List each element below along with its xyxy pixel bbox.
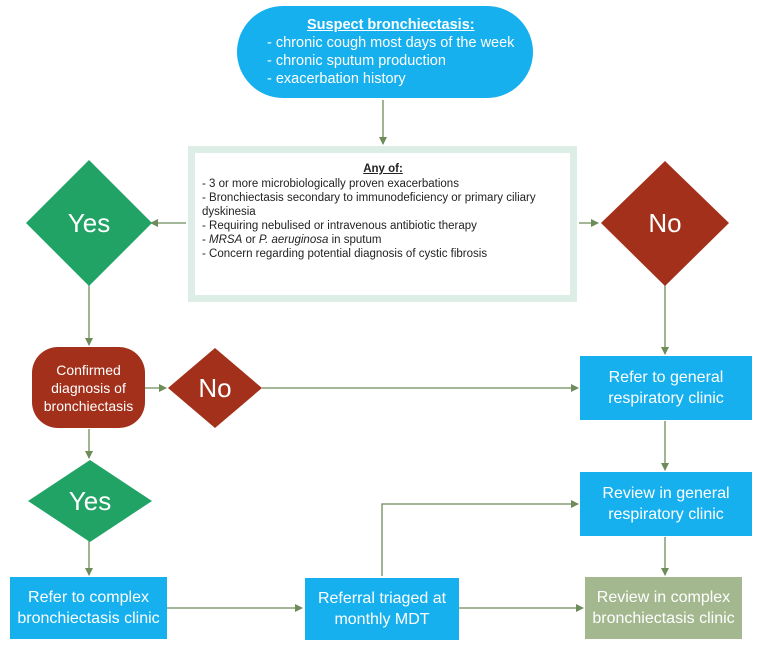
review-general-clinic-box: Review in general respiratory clinic <box>580 472 752 536</box>
referral-triaged-box: Referral triaged at monthly MDT <box>305 578 459 640</box>
criteria-line4-suffix: in sputum <box>328 234 382 246</box>
criteria-line4-prefix: - <box>202 234 210 246</box>
start-title: Suspect bronchiectasis: <box>307 17 475 33</box>
no-diamond-shape <box>601 161 729 286</box>
suspect-bronchiectasis-node: Suspect bronchiectasis: - chronic cough … <box>237 6 533 98</box>
yes-bottom-label: Yes <box>68 485 112 516</box>
criteria-line: - 3 or more microbiologically proven exa… <box>202 178 459 190</box>
referral-triaged-label: Referral triaged at monthly MDT <box>317 590 447 628</box>
yes-decision-top: Yes <box>26 160 152 286</box>
yes-top-label: Yes <box>67 207 111 238</box>
review-complex-clinic-box: Review in complex bronchiectasis clinic <box>585 577 742 639</box>
no-mid-label: No <box>198 372 232 403</box>
start-item: - chronic sputum production <box>267 53 446 69</box>
criteria-line-organisms: - MRSA or P. aeruginosa in sputum <box>202 233 564 247</box>
yes-decision-bottom: Yes <box>28 460 152 542</box>
refer-complex-label: Refer to complex bronchiectasis clinic <box>17 589 160 627</box>
criteria-mrsa: MRSA <box>209 234 243 246</box>
review-general-label: Review in general respiratory clinic <box>602 485 730 523</box>
start-item: - chronic cough most days of the week <box>267 35 515 51</box>
yes-bottom-diamond-shape <box>28 460 152 542</box>
criteria-line: - Bronchiectasis secondary to immunodefi… <box>202 192 536 218</box>
confirmed-diagnosis-node: Confirmed diagnosis of bronchiectasis <box>32 347 145 428</box>
criteria-box: Any of: - 3 or more microbiologically pr… <box>188 146 577 302</box>
arrow-triaged-to-review-general <box>381 500 579 576</box>
criteria-heading: Any of: <box>363 163 403 175</box>
no-decision-top: No <box>601 161 729 286</box>
criteria-line: - Concern regarding potential diagnosis … <box>202 248 488 260</box>
criteria-line: - Requiring nebulised or intravenous ant… <box>202 220 477 232</box>
refer-general-clinic-box: Refer to general respiratory clinic <box>580 356 752 420</box>
criteria-line4-or: or <box>242 234 259 246</box>
review-complex-label: Review in complex bronchiectasis clinic <box>592 589 735 627</box>
refer-complex-clinic-box: Refer to complex bronchiectasis clinic <box>10 577 167 639</box>
criteria-p-aeruginosa: P. aeruginosa <box>258 234 329 246</box>
refer-general-label: Refer to general respiratory clinic <box>608 369 724 407</box>
start-item: - exacerbation history <box>267 71 406 87</box>
confirmed-label: Confirmed diagnosis of bronchiectasis <box>43 361 134 414</box>
no-decision-middle: No <box>168 348 262 428</box>
no-mid-diamond-shape <box>168 348 262 428</box>
yes-diamond-shape <box>26 160 152 286</box>
no-top-label: No <box>648 208 682 238</box>
